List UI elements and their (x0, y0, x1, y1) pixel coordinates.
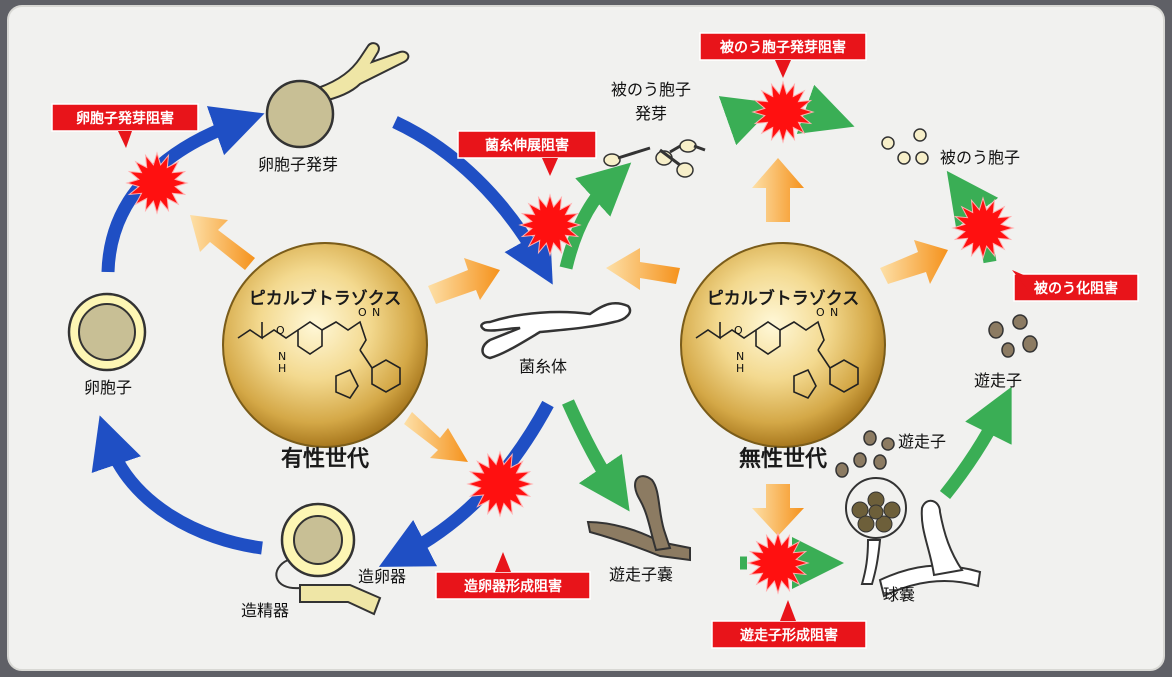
burst-oogonium-formation (466, 450, 534, 518)
orange-arrow-cyst-germ (752, 158, 804, 222)
compound-name-left: ピカルブトラゾクス (249, 288, 402, 309)
svg-text:N: N (278, 350, 286, 363)
inhibit-oogonium-formation-text: 造卵器形成阻害 (464, 578, 562, 595)
svg-text:O: O (816, 306, 825, 319)
sexual-generation-sphere (222, 242, 428, 448)
label-sporangium: 球嚢 (883, 585, 915, 604)
orange-arrow-zoospore-form (752, 484, 804, 536)
label-cyst: 被のう胞子 (940, 148, 1020, 167)
label-zoosporangium: 遊走子嚢 (609, 565, 673, 584)
inhibition-labels: 卵胞子発芽阻害 菌糸伸展阻害 造卵器形成阻害 被のう胞子発芽阻害 被のう化阻害 … (51, 32, 1139, 649)
label-zoospore: 遊走子 (974, 371, 1022, 390)
orange-arrow-hyphal (428, 258, 500, 304)
svg-text:O: O (276, 324, 285, 337)
inhibit-hyphal-extension-text: 菌糸伸展阻害 (485, 137, 569, 154)
germinating-cysts-illustration (603, 139, 706, 178)
compound-name-right: ピカルブトラゾクス (707, 288, 860, 309)
label-zoospore-sporangium: 遊走子 (898, 432, 946, 451)
burst-zoospore-formation (746, 531, 810, 595)
orange-arrow-oogonium (404, 412, 468, 462)
inhibit-zoospore-formation: 遊走子形成阻害 (711, 600, 867, 649)
cycle-arrow-oogonium-to-oospore (91, 415, 263, 555)
cycle-arrow-germination-to-mycelium (392, 116, 553, 285)
oogonium-illustration (275, 502, 382, 616)
arrow-germination-to-mycelium (559, 162, 632, 270)
sporangium-illustration (835, 430, 982, 598)
asexual-generation-label: 無性世代 (739, 446, 827, 472)
inhibit-oospore-germination: 卵胞子発芽阻害 (51, 103, 199, 148)
svg-text:H: H (736, 362, 744, 375)
orange-arrow-oospore-germ (190, 215, 255, 270)
asexual-generation-sphere (680, 242, 886, 448)
inhibit-encystment: 被のう化阻害 (1012, 270, 1139, 302)
sexual-generation-label: 有性世代 (281, 446, 369, 472)
chemical-atom-labels: O N H O N O N H O N (276, 306, 838, 375)
inhibit-cyst-germination-text: 被のう胞子発芽阻害 (720, 39, 846, 56)
burst-hyphal-extension (518, 193, 582, 257)
arrow-cyst-germ-right (796, 84, 855, 134)
svg-text:N: N (372, 306, 380, 319)
label-cyst-germination-line2: 発芽 (635, 104, 667, 123)
burst-oospore-germination (125, 151, 189, 215)
label-cyst-germination-line1: 被のう胞子 (611, 80, 691, 99)
germinating-oospore (265, 79, 335, 149)
label-mycelium: 菌糸体 (519, 357, 567, 376)
oospore-germination-illustration (265, 42, 410, 149)
inhibit-oospore-germination-text: 卵胞子発芽阻害 (76, 110, 174, 127)
zoosporangium-illustration (586, 475, 691, 562)
inhibit-hyphal-extension: 菌糸伸展阻害 (457, 130, 597, 176)
zoospores-illustration (988, 314, 1038, 358)
chemical-structure-left (237, 320, 401, 399)
arrow-cyst-germ-left (718, 96, 777, 146)
burst-encystment (951, 196, 1015, 260)
burst-cyst-germination (751, 80, 815, 144)
inhibit-encystment-text: 被のう化阻害 (1034, 280, 1118, 297)
inhibit-zoospore-formation-text: 遊走子形成阻害 (740, 627, 838, 644)
label-antheridium: 造精器 (241, 601, 289, 620)
inhibit-oogonium-formation: 造卵器形成阻害 (435, 552, 591, 600)
label-oospore-germination: 卵胞子発芽 (258, 155, 338, 174)
svg-text:O: O (358, 306, 367, 319)
svg-text:H: H (278, 362, 286, 375)
inhibit-cyst-germination: 被のう胞子発芽阻害 (699, 32, 867, 78)
cysts-illustration (881, 128, 929, 165)
orange-arrow-mycelium-right (606, 248, 680, 290)
label-oospore: 卵胞子 (84, 378, 132, 397)
mycelium-illustration (480, 302, 632, 360)
svg-text:O: O (734, 324, 743, 337)
chemical-structure-right (695, 320, 859, 399)
asexual-cycle-arrows (559, 84, 1012, 589)
label-oogonium: 造卵器 (358, 567, 406, 586)
orange-arrow-encystment (880, 240, 948, 284)
arrow-zoospore-up (939, 386, 1012, 500)
stage-labels: 卵胞子発芽 卵胞子 菌糸体 造卵器 造精器 遊走子嚢 球嚢 遊走子 遊走子 被の… (84, 80, 1022, 620)
arrow-mycelium-to-zoosporangium (562, 399, 630, 512)
inhibition-bursts (125, 80, 1015, 595)
inhibition-arrows (190, 158, 948, 536)
oospore-illustration (67, 292, 147, 372)
svg-text:N: N (736, 350, 744, 363)
germ-tube (316, 42, 410, 104)
svg-text:N: N (830, 306, 838, 319)
